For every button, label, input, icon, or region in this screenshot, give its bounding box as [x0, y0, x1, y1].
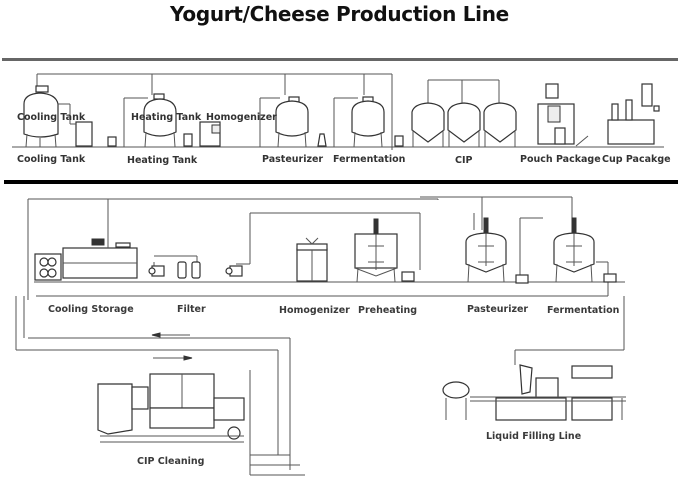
label-fermentation-bottom: Fermentation — [547, 305, 620, 316]
label-pasteurizer-bottom: Pasteurizer — [467, 304, 528, 315]
homogenizer-top-equipment — [199, 121, 221, 147]
overlay-label-cooling-tank: Cooling Tank — [17, 112, 86, 123]
filter-equipment — [148, 261, 243, 279]
label-cooling-storage: Cooling Storage — [48, 304, 134, 315]
label-cooling-tank: Cooling Tank — [17, 154, 86, 165]
top-divider — [2, 58, 678, 61]
cooling-storage-equipment — [34, 210, 138, 281]
page-title: Yogurt/Cheese Production Line — [170, 2, 509, 26]
label-cip: CIP — [455, 155, 473, 166]
bottom-piping — [15, 196, 625, 476]
cip-cleaning-equipment — [97, 373, 245, 443]
cooling-tank-top-equipment — [23, 85, 117, 148]
cup-package-top-equipment — [600, 83, 664, 148]
pasteurizer-top-equipment — [275, 96, 327, 148]
liquid-filling-line-equipment — [442, 364, 626, 421]
cip-tanks-top-equipment — [411, 102, 517, 147]
heating-tank-top-equipment — [143, 93, 193, 148]
label-liquid-filling-line: Liquid Filling Line — [486, 431, 581, 442]
label-pouch-package: Pouch Package — [520, 154, 601, 165]
section-divider — [4, 180, 678, 184]
homogenizer-equipment — [296, 237, 328, 282]
preheating-tank-equipment — [354, 218, 415, 283]
label-heating-tank: Heating Tank — [127, 155, 198, 166]
label-filter: Filter — [177, 304, 206, 315]
label-fermentation: Fermentation — [333, 154, 406, 165]
label-cip-cleaning: CIP Cleaning — [137, 456, 204, 467]
fermentation-equipment — [553, 217, 617, 283]
label-pasteurizer: Pasteurizer — [262, 154, 323, 165]
pouch-package-top-equipment — [530, 83, 589, 148]
label-cup-package: Cup Pacakge — [602, 154, 671, 165]
fermentation-top-equipment — [351, 96, 404, 148]
overlay-label-homogenizer: Homogenizer — [206, 112, 277, 123]
label-homogenizer: Homogenizer — [279, 305, 350, 316]
overlay-label-heating-tank: Heating Tank — [131, 112, 202, 123]
pasteurizer-equipment — [465, 217, 529, 284]
label-preheating: Preheating — [358, 305, 417, 316]
